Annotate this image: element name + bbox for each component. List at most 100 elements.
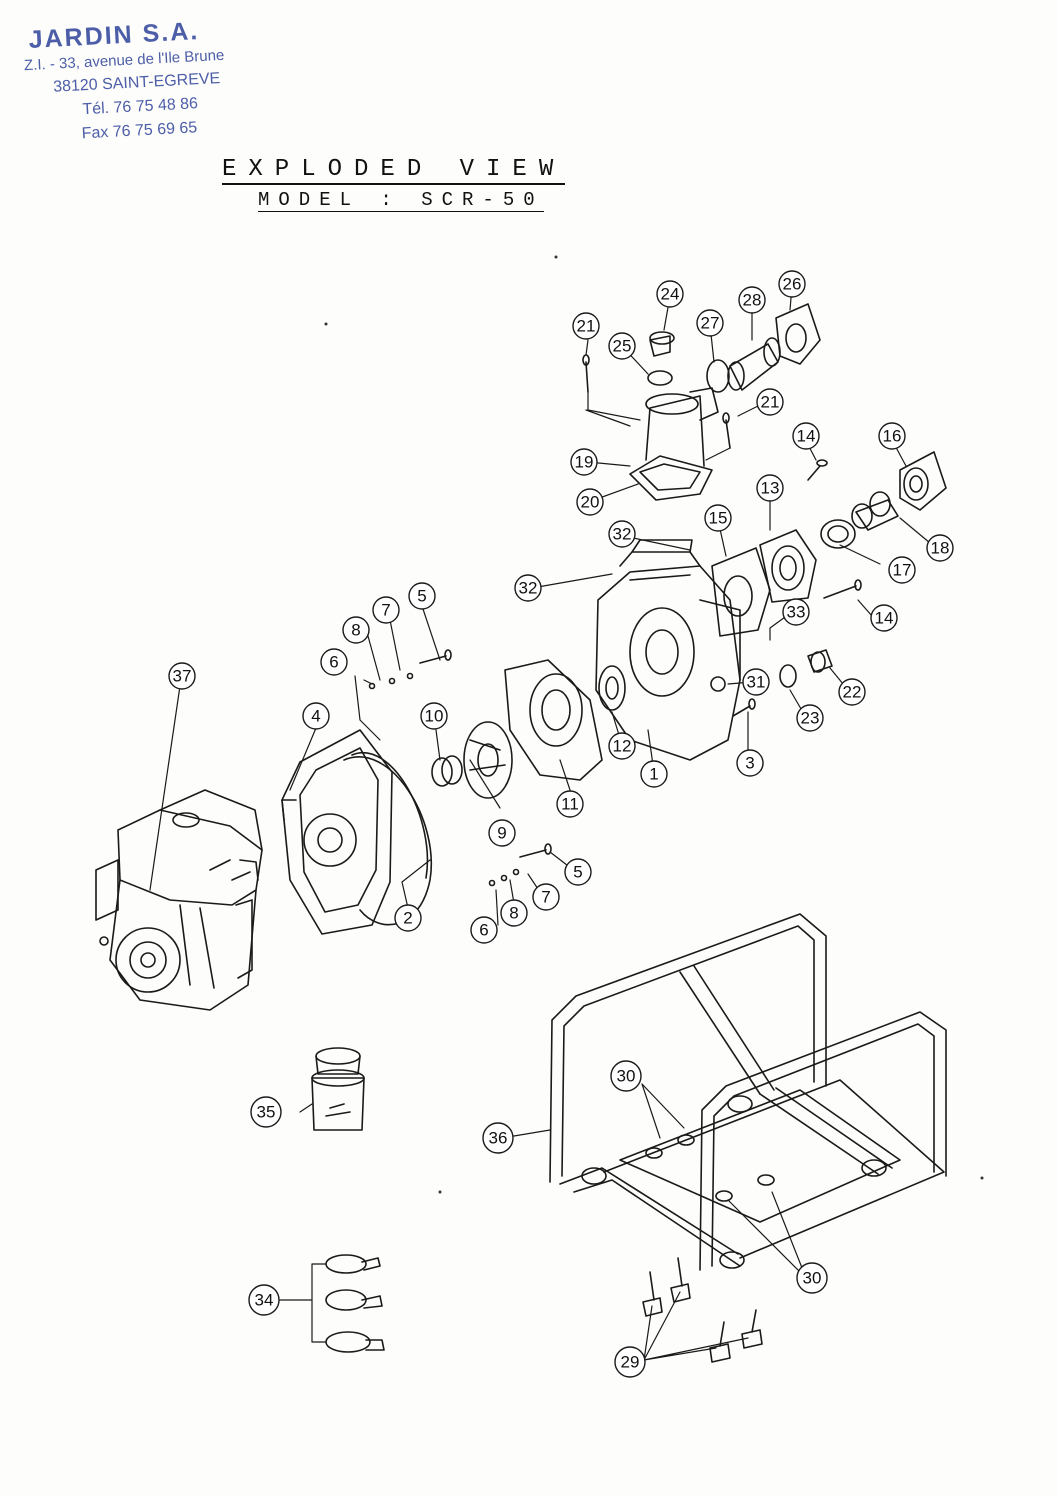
casing-drawing [595, 539, 741, 761]
callout-21b: 21 [756, 388, 784, 416]
svg-text:21: 21 [761, 393, 780, 412]
callout-32a: 32 [608, 520, 636, 548]
callout-20: 20 [576, 488, 604, 516]
svg-text:37: 37 [173, 667, 192, 686]
callout-11: 11 [556, 790, 584, 818]
svg-text:30: 30 [803, 1269, 822, 1288]
svg-text:34: 34 [255, 1291, 274, 1310]
rubber-feet-drawing [642, 1257, 763, 1363]
callout-32b: 32 [514, 574, 542, 602]
callout-23: 23 [796, 704, 824, 732]
svg-text:6: 6 [479, 921, 488, 940]
svg-text:11: 11 [561, 795, 579, 814]
callout-15: 15 [704, 504, 732, 532]
svg-text:23: 23 [801, 709, 820, 728]
callout-3: 3 [736, 749, 764, 777]
svg-text:12: 12 [613, 737, 632, 756]
oil-can-drawing [311, 1047, 365, 1131]
diagram-title: EXPLODED VIEW [222, 156, 566, 185]
svg-text:4: 4 [311, 707, 320, 726]
svg-text:27: 27 [701, 314, 720, 333]
callout-13: 13 [756, 474, 784, 502]
svg-text:19: 19 [575, 453, 594, 472]
svg-text:9: 9 [497, 824, 506, 843]
svg-text:30: 30 [617, 1067, 636, 1086]
svg-text:10: 10 [425, 707, 444, 726]
svg-text:24: 24 [661, 285, 680, 304]
callout-35: 35 [250, 1096, 282, 1128]
callout-25: 25 [608, 332, 636, 360]
top-discharge-drawing [629, 303, 821, 501]
drain-plug-drawing [779, 649, 833, 688]
svg-text:1: 1 [649, 765, 658, 784]
callout-4: 4 [302, 702, 330, 730]
callout-18: 18 [926, 534, 954, 562]
volute-drawing [504, 659, 626, 781]
callout-1: 1 [640, 760, 668, 788]
svg-text:8: 8 [509, 904, 518, 923]
svg-text:14: 14 [797, 427, 816, 446]
callout-27: 27 [696, 309, 724, 337]
callout-28: 28 [738, 286, 766, 314]
suction-connector-drawing [820, 451, 947, 549]
scan-specks [324, 255, 984, 1194]
hose-clamps-drawing [325, 1254, 385, 1353]
svg-text:2: 2 [403, 909, 412, 928]
callout-16: 16 [878, 422, 906, 450]
callout-30b: 30 [796, 1262, 828, 1294]
callout-14a: 14 [792, 422, 820, 450]
callout-17: 17 [888, 556, 916, 584]
callout-34: 34 [248, 1284, 280, 1316]
impeller-drawing [431, 721, 513, 799]
discharge-flange-drawing [711, 529, 817, 637]
callout-8b: 8 [500, 899, 528, 927]
bolts-drawing [368, 354, 862, 887]
svg-text:13: 13 [761, 479, 780, 498]
svg-text:35: 35 [257, 1103, 276, 1122]
svg-text:28: 28 [743, 291, 762, 310]
callout-2: 2 [394, 904, 422, 932]
callout-10: 10 [420, 702, 448, 730]
svg-text:32: 32 [519, 579, 538, 598]
svg-text:6: 6 [329, 653, 338, 672]
callout-36: 36 [482, 1122, 514, 1154]
callout-29: 29 [614, 1346, 646, 1378]
svg-text:25: 25 [613, 337, 632, 356]
callout-30a: 30 [610, 1060, 642, 1092]
callout-22: 22 [838, 678, 866, 706]
frame-drawing [549, 913, 947, 1271]
svg-text:16: 16 [883, 427, 902, 446]
callout-33: 33 [782, 598, 810, 626]
svg-text:8: 8 [351, 621, 360, 640]
svg-text:7: 7 [541, 888, 550, 907]
engine-drawing [95, 789, 263, 1011]
callout-37: 37 [168, 662, 196, 690]
callout-5b: 5 [564, 858, 592, 886]
svg-text:14: 14 [875, 609, 894, 628]
svg-text:32: 32 [613, 525, 632, 544]
callout-6a: 6 [320, 648, 348, 676]
svg-text:33: 33 [787, 603, 806, 622]
callouts: 37 4 6 8 7 5 10 9 11 12 1 3 31 23 22 33 … [168, 270, 954, 1378]
callout-7a: 7 [372, 596, 400, 624]
callout-24: 24 [656, 280, 684, 308]
callout-6b: 6 [470, 916, 498, 944]
svg-text:5: 5 [417, 587, 426, 606]
svg-text:31: 31 [747, 673, 766, 692]
svg-text:26: 26 [783, 275, 802, 294]
svg-text:5: 5 [573, 863, 582, 882]
svg-text:15: 15 [709, 509, 728, 528]
callout-12: 12 [608, 732, 636, 760]
callout-31: 31 [742, 668, 770, 696]
leader-lines [149, 285, 937, 1361]
callout-7b: 7 [532, 883, 560, 911]
svg-text:21: 21 [577, 317, 596, 336]
callout-8a: 8 [342, 616, 370, 644]
model-label: MODEL : SCR-50 [258, 189, 544, 212]
callout-5a: 5 [408, 582, 436, 610]
svg-text:17: 17 [893, 561, 912, 580]
callout-26: 26 [778, 270, 806, 298]
svg-text:7: 7 [381, 601, 390, 620]
